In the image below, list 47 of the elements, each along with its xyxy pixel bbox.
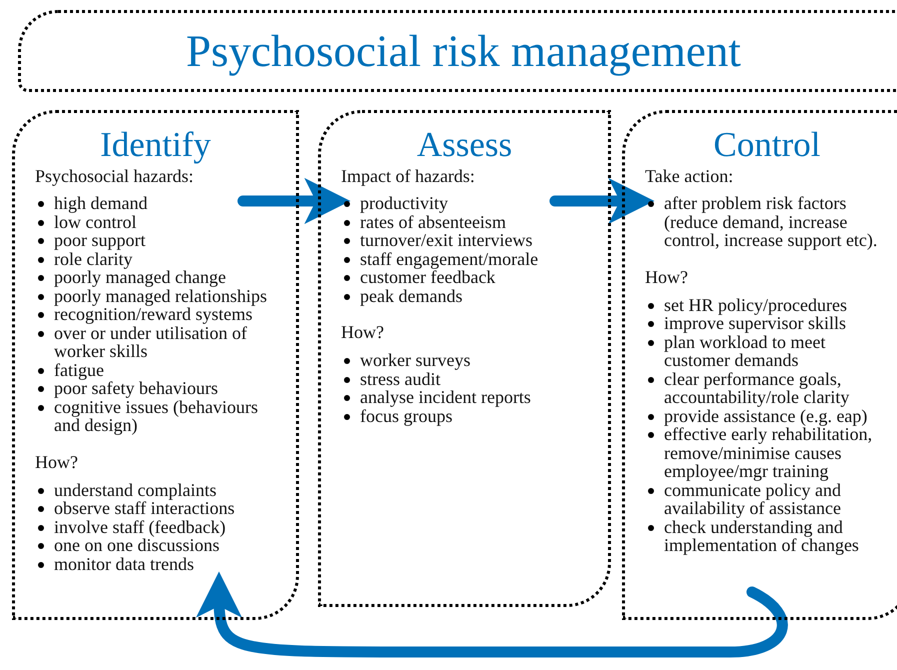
bullet-item: rates of absenteeism bbox=[360, 212, 506, 231]
bullet-item: stress audit bbox=[360, 370, 440, 388]
bullet-item: poor safety behaviours bbox=[54, 379, 218, 398]
section-heading: How? bbox=[645, 268, 688, 286]
bullet-item: fatigue bbox=[54, 360, 104, 379]
section-heading: How? bbox=[35, 452, 78, 472]
bullet-item: improve supervisor skills bbox=[664, 314, 846, 332]
bullet-item: check understanding and implementation of changes bbox=[664, 518, 860, 554]
bullet-item: peak demands bbox=[360, 286, 462, 305]
bullet-item: recognition/reward systems bbox=[54, 305, 252, 324]
bullet-item: cognitive issues (behaviours and design) bbox=[54, 398, 259, 434]
step-card bbox=[318, 110, 611, 607]
title-banner bbox=[18, 10, 897, 92]
bullet-item: poorly managed relationships bbox=[54, 286, 267, 305]
bullet-item: poor support bbox=[54, 231, 146, 250]
section-heading: Psychosocial hazards: bbox=[35, 167, 194, 186]
bullet-item: turnover/exit interviews bbox=[360, 231, 532, 250]
bullet-item: involve staff (feedback) bbox=[54, 518, 226, 536]
bullet-item: one on one discussions bbox=[54, 536, 220, 554]
bullet-item: analyse incident reports bbox=[360, 388, 531, 406]
section-heading: Take action: bbox=[645, 167, 734, 186]
bullet-item: observe staff interactions bbox=[54, 499, 235, 518]
section-heading: How? bbox=[341, 323, 384, 342]
section-heading: Impact of hazards: bbox=[341, 167, 475, 186]
bullet-item: set HR policy/procedures bbox=[664, 296, 847, 314]
bullet-item: understand complaints bbox=[54, 480, 216, 499]
bullet-item: provide assistance (e.g. eap) bbox=[664, 406, 868, 425]
bullet-item: productivity bbox=[360, 194, 448, 212]
bullet-item: low control bbox=[54, 212, 136, 231]
card-heading: Control bbox=[712, 125, 822, 165]
flow-arrow bbox=[550, 178, 654, 224]
bullet-item: worker surveys bbox=[360, 351, 470, 370]
step-card bbox=[622, 110, 897, 620]
flow-arrow bbox=[238, 178, 350, 224]
card-heading: Assess bbox=[416, 125, 514, 165]
bullet-item: role clarity bbox=[54, 250, 132, 268]
bullet-item: high demand bbox=[54, 194, 148, 212]
bullet-item: after problem risk factors (reduce demand, increase control, increase support etc). bbox=[664, 194, 878, 250]
bullet-item: poorly managed change bbox=[54, 268, 226, 286]
step-card bbox=[12, 110, 299, 620]
card-heading: Identify bbox=[99, 125, 212, 165]
bullet-item: customer feedback bbox=[360, 268, 496, 286]
title-text: Psychosocial risk management bbox=[186, 26, 741, 76]
bullet-item: staff engagement/morale bbox=[360, 250, 538, 268]
bullet-item: monitor data trends bbox=[54, 554, 194, 573]
bullet-item: focus groups bbox=[360, 406, 452, 425]
flow-arrow bbox=[196, 572, 788, 658]
